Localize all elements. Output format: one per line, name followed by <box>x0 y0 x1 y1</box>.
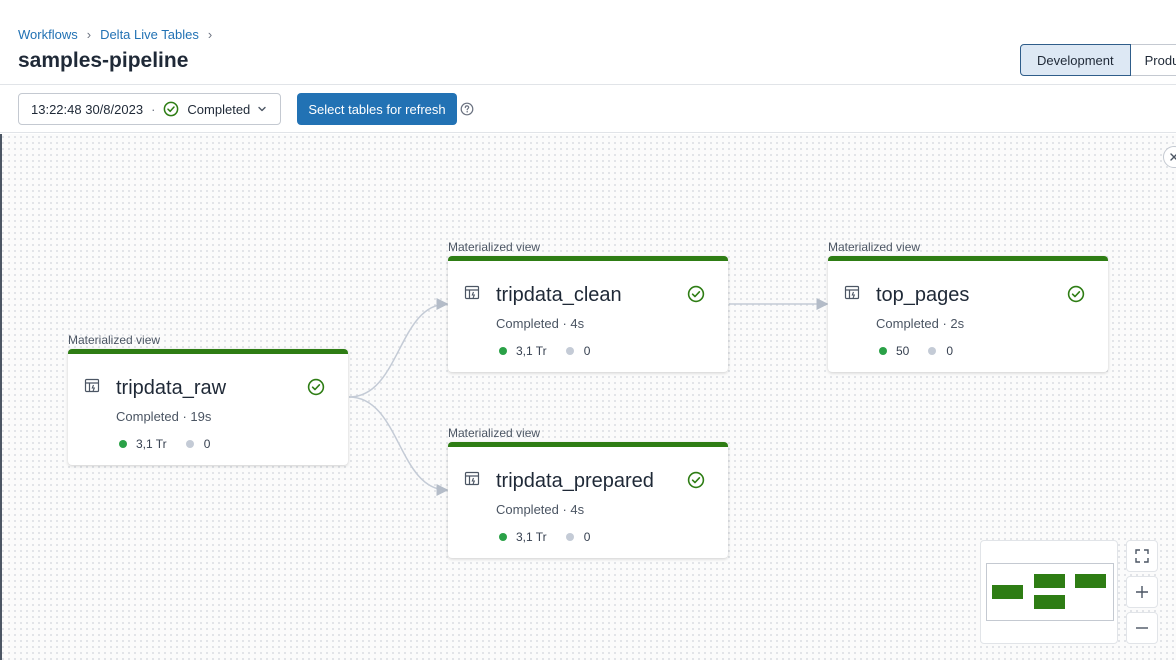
node-name: tripdata_prepared <box>496 470 654 492</box>
breadcrumb: Workflows › Delta Live Tables › <box>18 27 221 42</box>
rows-written-dot <box>499 533 507 541</box>
zoom-in-button[interactable] <box>1126 576 1158 608</box>
node-name: top_pages <box>876 284 970 306</box>
breadcrumb-delta-live-tables[interactable]: Delta Live Tables <box>100 27 199 42</box>
node-name: tripdata_clean <box>496 284 622 306</box>
rows-written: 50 <box>896 344 910 358</box>
check-circle-icon <box>687 471 705 489</box>
minimap-node <box>1034 574 1065 588</box>
table-icon <box>464 285 480 301</box>
node-caption: Materialized view <box>828 240 921 254</box>
node-tripdata-prepared[interactable]: tripdata_prepared Completed · 4s 3,1 Tr … <box>448 442 728 558</box>
rows-dropped: 0 <box>583 344 591 358</box>
rows-dropped: 0 <box>946 344 954 358</box>
run-status: Completed <box>187 101 251 117</box>
toolbar: 13:22:48 30/8/2023 · Completed Select ta… <box>0 85 1176 133</box>
node-tripdata-clean[interactable]: tripdata_clean Completed · 4s 3,1 Tr 0 <box>448 256 728 372</box>
zoom-out-button[interactable] <box>1126 612 1158 644</box>
rows-written-dot <box>119 440 127 448</box>
node-status: Completed · 19s <box>116 409 212 424</box>
development-mode-button[interactable]: Development <box>1020 44 1131 76</box>
node-stats: 3,1 Tr 0 <box>499 344 590 358</box>
graph-edges <box>348 298 829 496</box>
page-header: Workflows › Delta Live Tables › samples-… <box>0 0 1176 85</box>
rows-written-dot <box>499 347 507 355</box>
node-stats: 3,1 Tr 0 <box>119 437 210 451</box>
chevron-right-icon: › <box>207 27 213 42</box>
plus-icon <box>1136 586 1148 598</box>
help-icon[interactable] <box>460 102 474 116</box>
rows-written: 3,1 Tr <box>136 437 167 451</box>
node-tripdata-raw[interactable]: tripdata_raw Completed · 19s 3,1 Tr 0 <box>68 349 348 465</box>
node-top-pages[interactable]: top_pages Completed · 2s 50 0 <box>828 256 1108 372</box>
node-caption: Materialized view <box>68 333 161 347</box>
rows-dropped: 0 <box>583 530 591 544</box>
node-status: Completed · 2s <box>876 316 965 331</box>
minimap-viewport[interactable] <box>986 563 1114 621</box>
table-icon <box>844 285 860 301</box>
edge-raw-to-prepared <box>348 396 449 496</box>
pipeline-graph-canvas[interactable]: Materialized view tripdata_raw Completed… <box>0 134 1176 660</box>
run-separator: · <box>151 101 156 117</box>
minimap-node <box>992 585 1023 599</box>
chevron-right-icon: › <box>86 27 92 42</box>
check-circle-icon <box>163 101 179 117</box>
rows-dropped: 0 <box>203 437 211 451</box>
check-circle-icon <box>1067 285 1085 303</box>
check-circle-icon <box>687 285 705 303</box>
node-status: Completed · 4s <box>496 502 585 517</box>
breadcrumb-workflows[interactable]: Workflows <box>18 27 78 42</box>
chevron-down-icon <box>256 103 268 115</box>
page-title: samples-pipeline <box>18 49 189 72</box>
node-stats: 50 0 <box>879 344 953 358</box>
node-status: Completed · 4s <box>496 316 585 331</box>
minimap-node <box>1075 574 1106 588</box>
mode-toggle: Development Production <box>1020 44 1176 76</box>
edge-raw-to-clean <box>348 298 449 398</box>
table-icon <box>84 378 100 394</box>
node-name: tripdata_raw <box>116 377 227 399</box>
rows-dropped-dot <box>565 533 574 541</box>
rows-dropped-dot <box>185 440 194 448</box>
run-timestamp: 13:22:48 30/8/2023 <box>31 101 144 117</box>
fullscreen-icon[interactable] <box>1126 540 1158 572</box>
run-selector[interactable]: 13:22:48 30/8/2023 · Completed <box>18 93 281 125</box>
left-border <box>0 134 2 660</box>
production-mode-button[interactable]: Production <box>1130 44 1176 76</box>
graph-minimap[interactable] <box>980 540 1118 644</box>
select-tables-refresh-button[interactable]: Select tables for refresh <box>297 93 457 125</box>
node-stats: 3,1 Tr 0 <box>499 530 590 544</box>
rows-written-dot <box>879 347 887 355</box>
rows-written: 3,1 Tr <box>516 344 547 358</box>
table-icon <box>464 471 480 487</box>
node-caption: Materialized view <box>448 240 541 254</box>
check-circle-icon <box>307 378 325 396</box>
rows-dropped-dot <box>565 347 574 355</box>
minimap-node <box>1034 595 1065 609</box>
rows-written: 3,1 Tr <box>516 530 547 544</box>
minus-icon <box>1136 627 1148 629</box>
node-caption: Materialized view <box>448 426 541 440</box>
rows-dropped-dot <box>928 347 937 355</box>
